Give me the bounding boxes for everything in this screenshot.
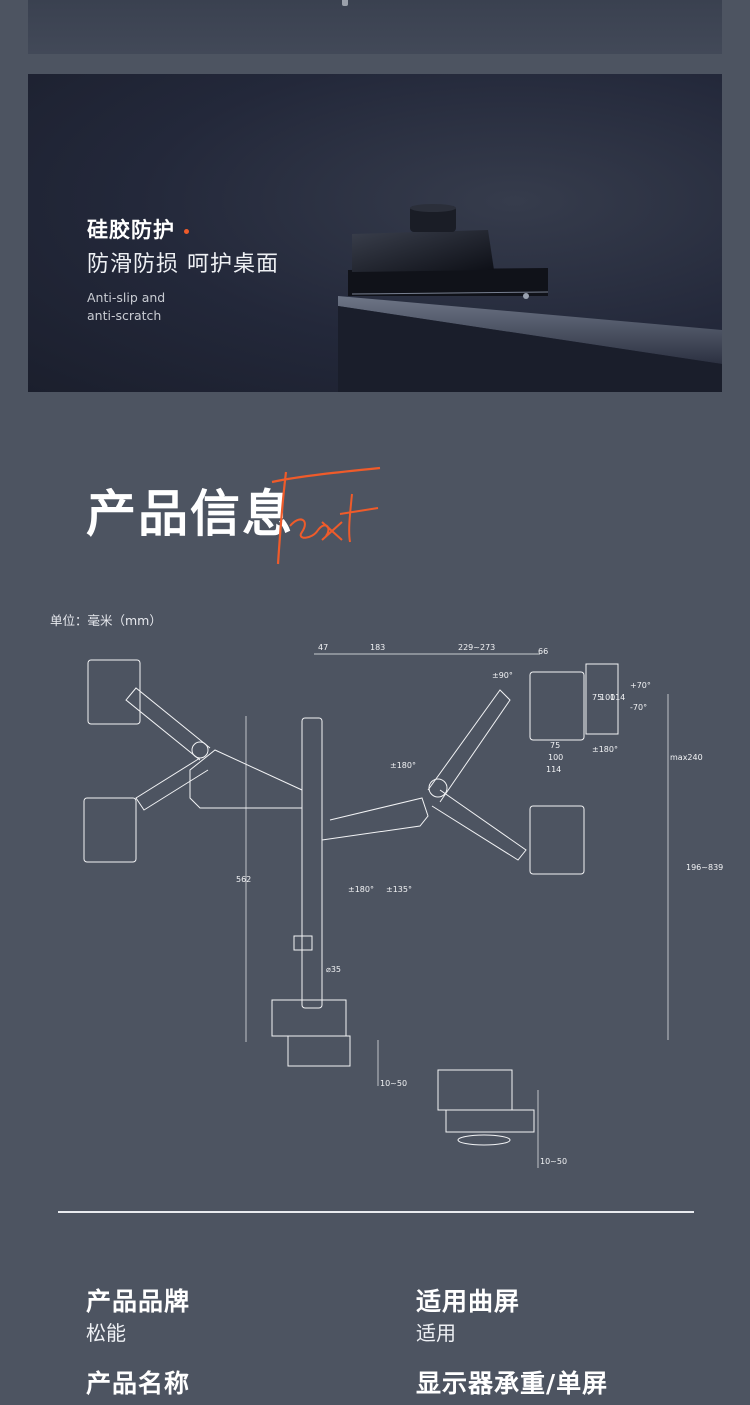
rot-180-a: ±180° [390,761,416,770]
spec-curved-label: 适用曲屏 [416,1287,521,1316]
pole-stem [342,0,348,6]
dimension-diagram: 47 183 229~273 66 ±90° ±180° ±180° ±180°… [83,643,723,1168]
clamp-range-1: 10~50 [380,1079,407,1088]
dim-47: 47 [318,643,328,652]
spec-curved-value: 适用 [416,1321,456,1345]
dimension-lines [245,653,669,1168]
vesa-75-v: 75 [592,693,602,702]
clamp-range-2: 10~50 [540,1157,567,1166]
tilt-up: +70° [630,681,651,690]
vesa-114-h: 114 [546,765,561,774]
rot-180-b: ±180° [592,745,618,754]
feature-english: Anti-slip and anti-scratch [87,289,247,325]
spec-brand-value: 松能 [86,1321,126,1345]
spec-load-label: 显示器承重/单屏 [416,1369,609,1398]
feature-banner: 硅胶防护 防滑防损 呵护桌面 Anti-slip and anti-scratc… [28,74,722,392]
feature-subtitle: 防滑防损 呵护桌面 [87,252,279,277]
right-arm [321,689,527,861]
top-product-panel [28,0,722,54]
dim-183: 183 [370,643,385,652]
height-562: 562 [236,875,251,884]
rot-180-c: ±180° [348,885,374,894]
dim-66: 66 [538,647,548,656]
unit-label: 单位：毫米（mm） [50,613,162,628]
height-196: 196~839 [686,863,723,872]
max-240: max240 [670,753,703,762]
rot-90: ±90° [492,671,513,680]
tilt-down: -70° [630,703,647,712]
vesa-100-v: 100 [600,693,615,702]
section-divider [58,1211,694,1213]
decorative-text-script [271,466,381,565]
vesa-100-h: 100 [548,753,563,762]
accent-dot [184,228,189,234]
rot-135: ±135° [386,885,412,894]
spec-name-label: 产品名称 [86,1369,191,1398]
pole-and-clamp [271,717,351,1067]
left-monitor-plates [83,659,141,863]
feature-english-line1: Anti-slip and [87,290,166,305]
dim-229: 229~273 [458,643,495,652]
feature-title: 硅胶防护 [87,214,189,244]
spec-brand-label: 产品品牌 [86,1287,191,1316]
right-monitor-plates [529,663,619,875]
vesa-114-v: 114 [610,693,625,702]
vesa-75-h: 75 [550,741,560,750]
feature-english-line2: anti-scratch [87,308,162,323]
section-title: 产品信息 [86,485,294,543]
clamp-base-illustration [338,204,722,392]
pole-diameter: ⌀35 [326,965,341,974]
clamp-detail [437,1069,535,1146]
left-arm [125,687,303,811]
